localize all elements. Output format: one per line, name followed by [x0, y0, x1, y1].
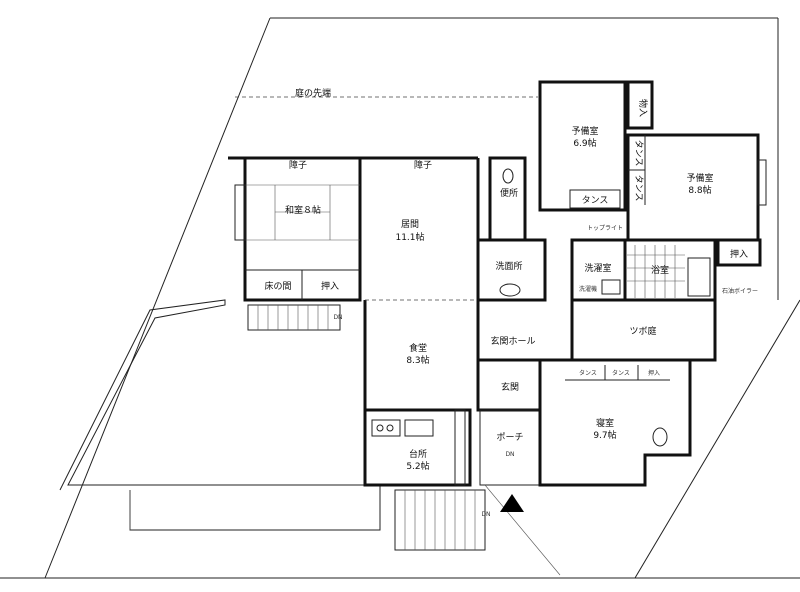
boiler-label: 石油ボイラー [722, 287, 758, 295]
daidokoro-size: 5.2帖 [406, 460, 429, 472]
yobi1-size: 6.9帖 [573, 137, 596, 149]
shoji-label: 障子 [414, 159, 432, 171]
tsubo-label: ツボ庭 [629, 325, 656, 337]
stairs [247, 304, 561, 576]
tansu-label: タンス [633, 140, 644, 167]
tansu-label: タンス [579, 369, 597, 377]
yobi1-label: 予備室 [571, 125, 598, 137]
yokushitsu-label: 浴室 [651, 264, 669, 276]
oshiire-label: 押入 [730, 248, 748, 260]
sentakuki-label: 洗濯機 [579, 285, 597, 293]
toplight-label: トップライト [587, 225, 623, 232]
senmen-label: 洗面所 [495, 260, 522, 272]
tansu-label: タンス [582, 195, 609, 206]
oshiire-label: 押入 [648, 369, 660, 377]
shinshitsu-label: 寝室 [596, 417, 614, 429]
sentaku-label: 洗濯室 [584, 262, 611, 274]
genkan-label: 玄関 [501, 381, 519, 393]
garden-edge-label: 庭の先端 [295, 87, 331, 99]
shinshitsu-size: 9.7帖 [593, 429, 616, 441]
shokudo-size: 8.3帖 [406, 354, 429, 366]
oshiire-label: 押入 [321, 280, 339, 292]
genkan-hall-label: 玄関ホール [490, 335, 535, 347]
yobi2-size: 8.8帖 [688, 184, 711, 196]
tansu-label: タンス [612, 369, 630, 377]
dn-label: DN [333, 314, 342, 321]
washitsu-label: 和室８帖 [285, 204, 321, 216]
ima-size: 11.1帖 [395, 231, 424, 243]
dn-label: DN [505, 451, 514, 458]
shoji-label: 障子 [289, 159, 307, 171]
yobi2-label: 予備室 [686, 172, 713, 184]
site-boundary [0, 17, 800, 579]
north-arrow-icon [500, 494, 524, 512]
terrace [59, 299, 381, 531]
toilet-label: 便所 [500, 187, 518, 199]
tokonoma-label: 床の間 [264, 280, 291, 292]
tile-grid [627, 245, 685, 298]
tansu-label: タンス [633, 175, 644, 202]
daidokoro-label: 台所 [409, 448, 427, 460]
dn-label: DN [481, 511, 490, 518]
monoire-label: 物入 [637, 99, 649, 117]
walls [228, 80, 767, 487]
porch-label: ポーチ [496, 432, 523, 443]
shokudo-label: 食堂 [409, 342, 427, 354]
ima-label: 居間 [401, 219, 419, 230]
